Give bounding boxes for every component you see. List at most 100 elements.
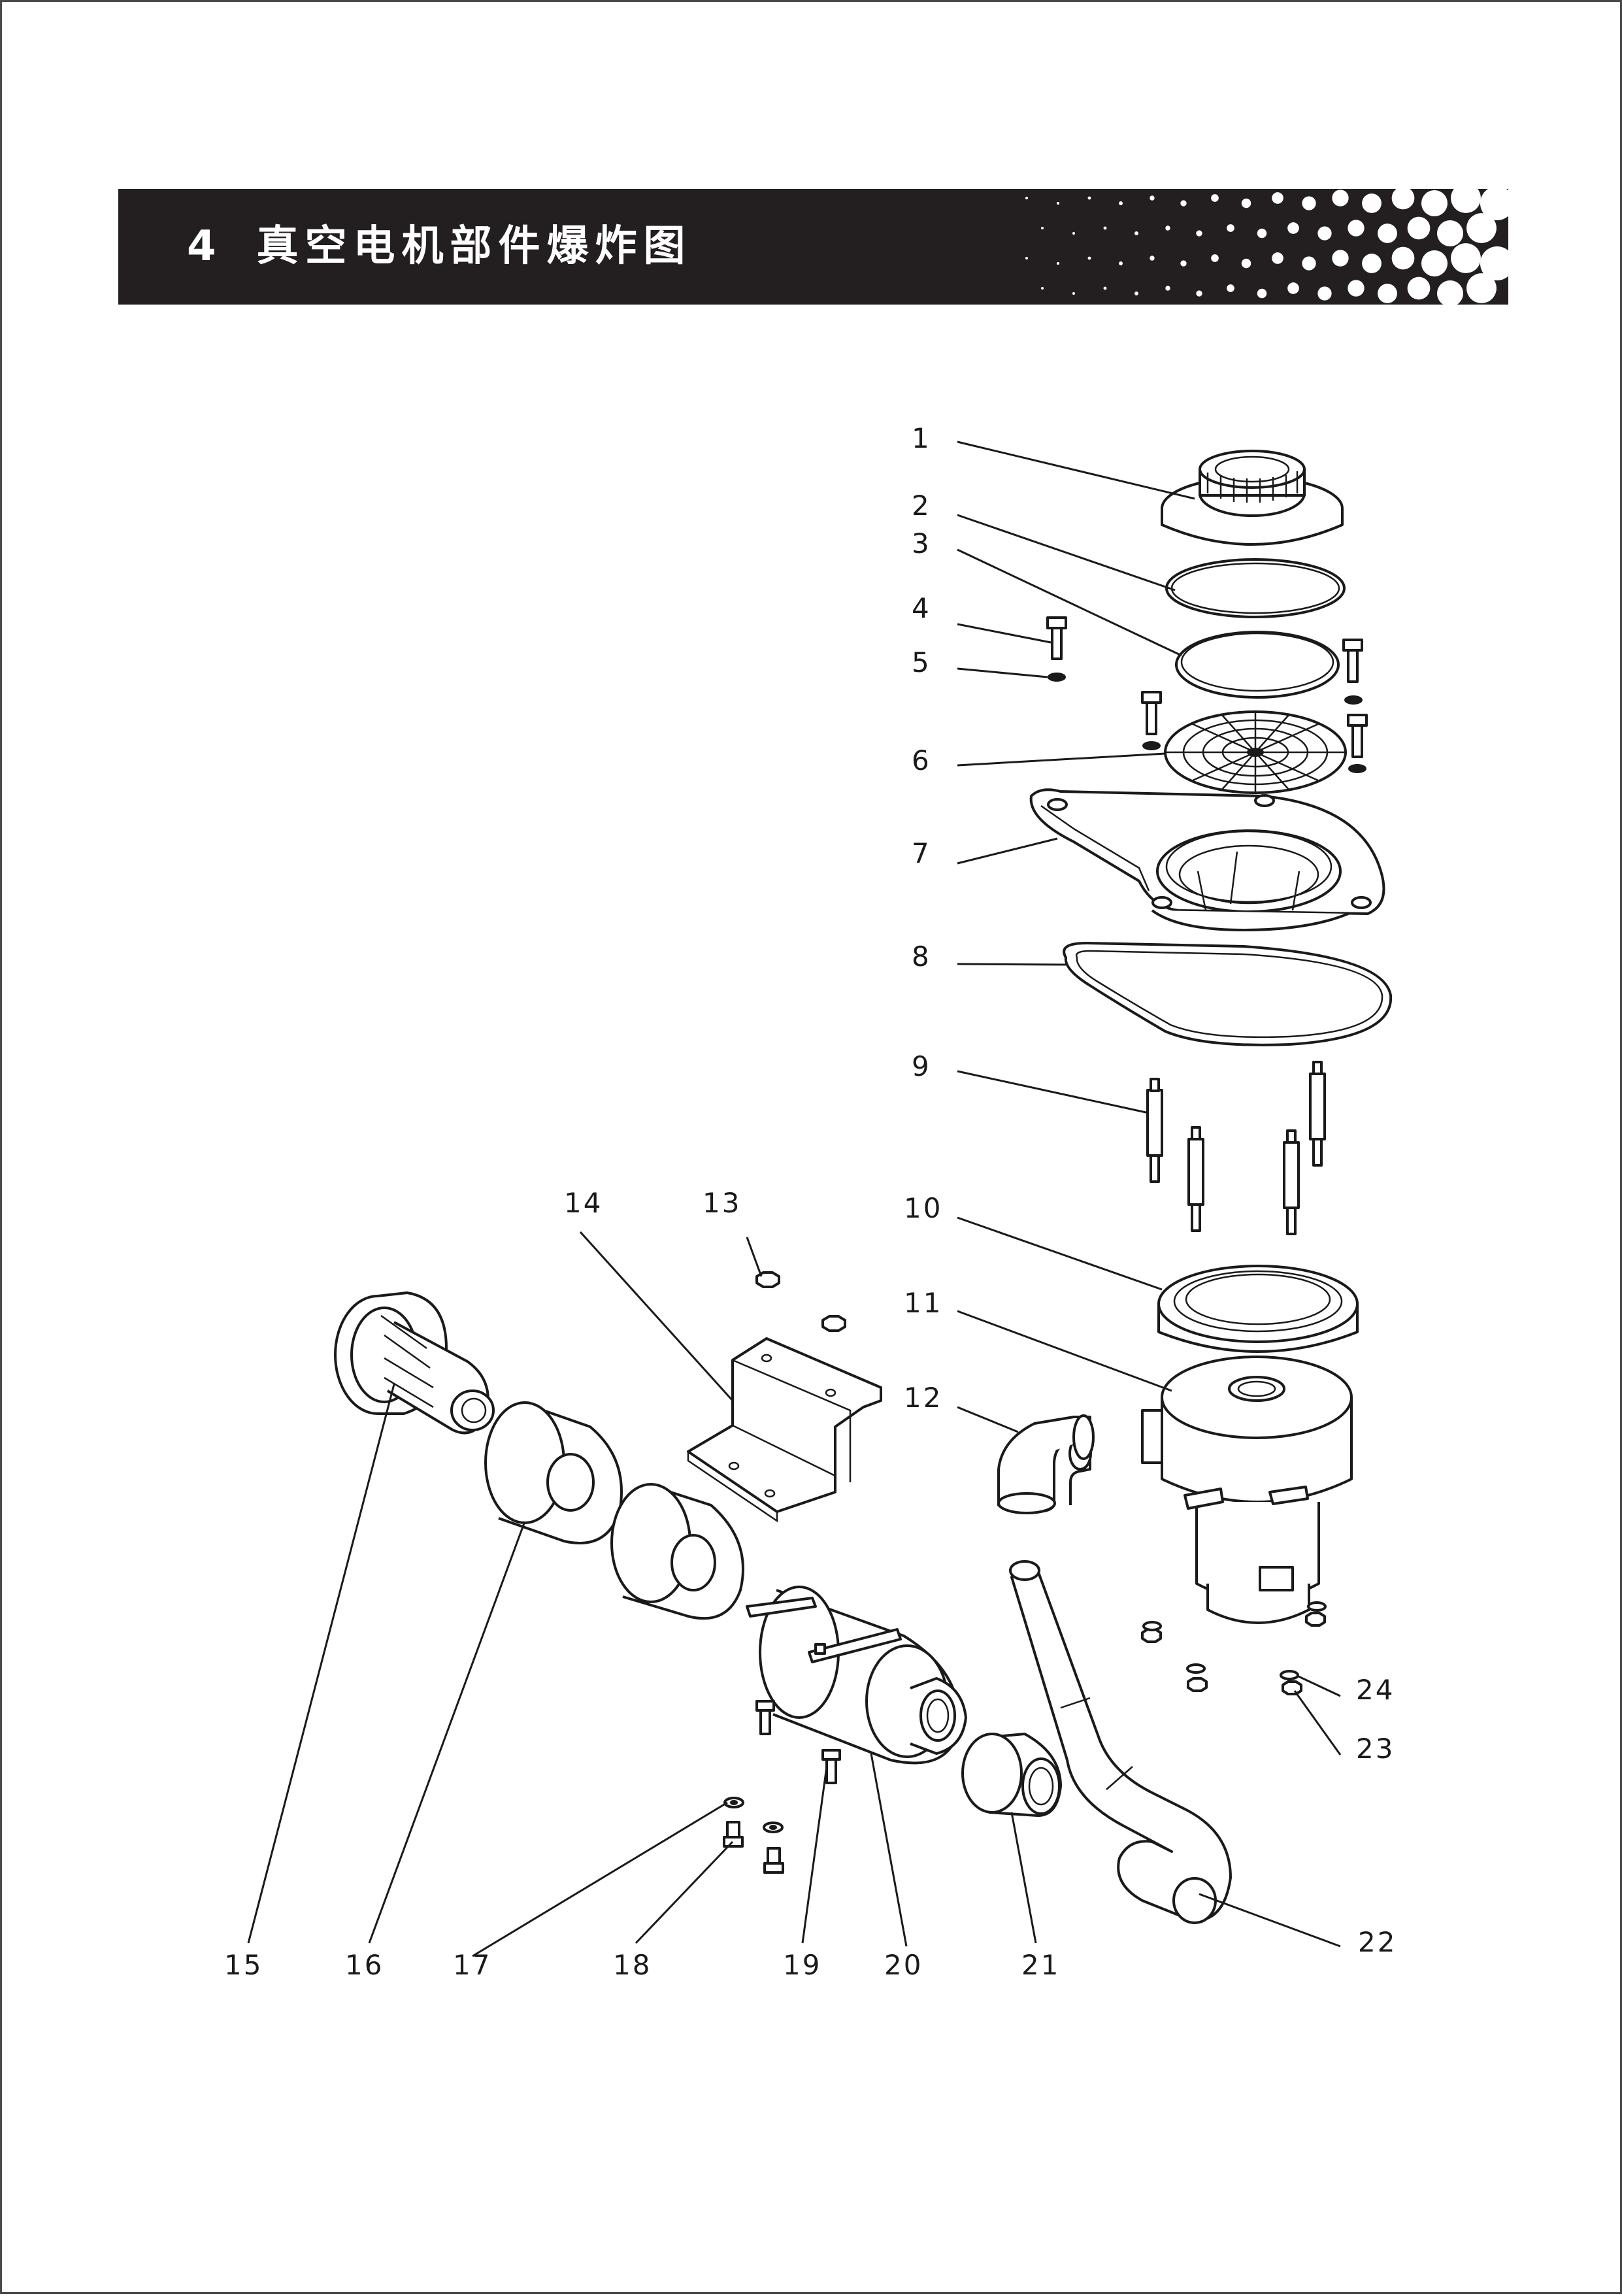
halftone-dot — [1362, 254, 1382, 273]
part-24-washers — [1142, 1601, 1327, 1680]
halftone-dot — [1391, 246, 1415, 270]
part-23-nuts — [1141, 1612, 1326, 1695]
halftone-dot — [1087, 196, 1091, 200]
part-12-elbow — [997, 1414, 1095, 1514]
part-14-bracket — [687, 1337, 882, 1523]
halftone-dot — [1348, 220, 1365, 237]
callout-number-2: 2 — [912, 490, 931, 522]
halftone-dot — [1302, 196, 1316, 210]
halftone-dot — [1272, 252, 1283, 264]
part-20-muffler — [746, 1586, 967, 1765]
halftone-dot — [1025, 257, 1028, 259]
halftone-dot — [1378, 224, 1397, 243]
leader-line-18 — [635, 1840, 734, 1944]
part-4-screws — [1046, 616, 1368, 758]
leader-line-13 — [746, 1237, 763, 1277]
part-6-grille — [1164, 710, 1347, 794]
section-number: 4 — [187, 222, 223, 271]
halftone-dot — [1302, 256, 1316, 271]
leader-line-16 — [368, 1521, 526, 1944]
leader-line-15 — [247, 1384, 395, 1944]
halftone-dot — [1072, 231, 1076, 235]
halftone-dot — [1072, 291, 1076, 295]
halftone-dot — [1227, 224, 1234, 232]
part-5-washers — [1048, 673, 1366, 773]
part-7-flange-plate — [1029, 788, 1385, 931]
halftone-dot — [1041, 287, 1044, 290]
callout-number-7: 7 — [912, 837, 931, 869]
halftone-dot — [1087, 256, 1091, 260]
callout-number-1: 1 — [912, 422, 931, 454]
leader-line-9 — [957, 1070, 1150, 1114]
callout-number-17: 17 — [453, 1949, 491, 1981]
halftone-dot — [1119, 201, 1123, 205]
halftone-dot — [1056, 261, 1060, 265]
halftone-dot — [1421, 250, 1448, 277]
callout-number-22: 22 — [1358, 1926, 1397, 1958]
halftone-dot — [1211, 254, 1219, 262]
part-2-o-ring — [1165, 558, 1346, 618]
halftone-dot — [1348, 280, 1365, 297]
leader-line-7 — [957, 837, 1058, 865]
part-15-end-cap — [334, 1291, 495, 1435]
callout-number-11: 11 — [904, 1287, 942, 1319]
halftone-dot — [1134, 291, 1138, 295]
callout-number-18: 18 — [613, 1949, 652, 1981]
leader-line-4 — [957, 623, 1051, 644]
leader-line-17 — [472, 1801, 728, 1957]
halftone-dot — [1211, 194, 1219, 202]
leader-line-1 — [957, 441, 1195, 500]
callout-number-4: 4 — [912, 592, 931, 624]
part-1-top-cover — [1161, 450, 1344, 546]
halftone-dot — [1025, 197, 1028, 199]
halftone-dot — [1241, 198, 1251, 208]
leader-line-14 — [579, 1231, 734, 1402]
callout-number-16: 16 — [345, 1949, 384, 1981]
halftone-dot — [1150, 256, 1155, 261]
callout-number-21: 21 — [1021, 1949, 1060, 1981]
halftone-dot — [1287, 282, 1299, 294]
callout-number-19: 19 — [783, 1949, 821, 1981]
part-13-nuts — [755, 1271, 846, 1332]
halftone-dot — [1241, 258, 1251, 269]
callout-number-9: 9 — [912, 1050, 931, 1082]
halftone-dot — [1317, 226, 1332, 241]
callout-number-23: 23 — [1356, 1733, 1395, 1765]
leader-line-20 — [870, 1753, 908, 1947]
callout-number-20: 20 — [884, 1949, 923, 1981]
halftone-dot — [1466, 213, 1497, 243]
leader-line-19 — [801, 1766, 828, 1944]
halftone-dot — [1196, 230, 1202, 237]
part-10-clamp-ring — [1157, 1265, 1359, 1353]
leader-line-11 — [957, 1310, 1172, 1392]
part-21-coupling — [961, 1733, 1062, 1817]
leader-line-5 — [957, 667, 1048, 678]
halftone-dot — [1378, 284, 1397, 303]
halftone-dot — [1103, 226, 1107, 230]
callout-number-13: 13 — [703, 1187, 741, 1219]
halftone-dot — [1150, 195, 1155, 201]
part-16-foam-sleeves — [484, 1401, 744, 1620]
part-3-filter-disc — [1175, 631, 1340, 699]
leader-line-12 — [957, 1406, 1019, 1433]
callout-number-15: 15 — [224, 1949, 263, 1981]
halftone-dot — [1180, 260, 1187, 267]
halftone-dot — [1196, 290, 1202, 297]
halftone-dot — [1466, 273, 1497, 303]
halftone-dot — [1436, 220, 1464, 247]
halftone-dot — [1451, 243, 1481, 273]
callout-number-24: 24 — [1356, 1674, 1395, 1706]
halftone-dot — [1480, 189, 1508, 220]
part-22-hose — [1009, 1560, 1232, 1924]
leader-line-21 — [1010, 1812, 1037, 1944]
halftone-dot — [1317, 286, 1332, 301]
halftone-dot — [1272, 192, 1283, 204]
halftone-dot — [1451, 189, 1481, 213]
halftone-dot — [1332, 190, 1349, 207]
part-9-standoff-rods — [1146, 1061, 1326, 1235]
callout-number-5: 5 — [912, 646, 931, 678]
